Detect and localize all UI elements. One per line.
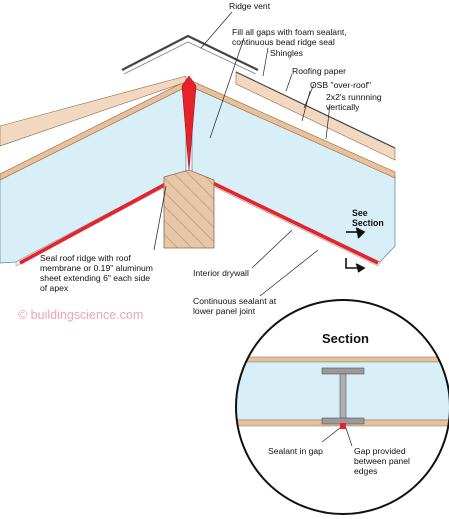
label-gap-provided: Gap provided between panel edges <box>354 446 410 476</box>
label-shingles: Shingles <box>270 48 303 58</box>
label-sealant-in-gap: Sealant in gap <box>268 446 323 456</box>
copyright-watermark: © buildingscience.com <box>18 308 144 322</box>
interior-stud-wall <box>163 169 215 249</box>
label-seal-roof-ridge: Seal roof ridge with roof membrane or 0.… <box>40 253 153 293</box>
left-roof-membrane <box>19 171 187 265</box>
see-section-arrow <box>345 227 366 273</box>
label-continuous-sealant: Continuous sealant at lower panel joint <box>193 296 277 316</box>
label-osb-over-roof: OSB "over-roof" <box>310 80 372 90</box>
label-see-section: See Section <box>352 208 384 228</box>
label-roofing-paper: Roofing paper <box>292 66 346 76</box>
label-2x2s: 2x2's runnning vertically <box>326 92 382 112</box>
ridge-vent <box>121 34 259 71</box>
label-interior-drywall: Interior drywall <box>193 268 249 278</box>
right-roof-membrane <box>191 171 379 265</box>
ridge-sealant <box>181 75 197 171</box>
label-foam-sealant: Fill all gaps with foam sealant, continu… <box>232 27 347 47</box>
right-shingle-line <box>235 71 396 149</box>
spline-web <box>339 373 347 419</box>
spline-top-flange <box>321 367 365 375</box>
right-foam-core <box>191 86 396 263</box>
label-ridge-vent: Ridge vent <box>229 1 271 11</box>
section-title: Section <box>322 331 369 346</box>
ridge-vent-inner <box>123 41 257 75</box>
section-top-osb <box>236 356 449 363</box>
leader-lines <box>153 11 331 297</box>
left-roof-panel <box>0 75 187 267</box>
section-detail-circle <box>235 299 449 515</box>
section-gap-sealant <box>340 423 346 429</box>
